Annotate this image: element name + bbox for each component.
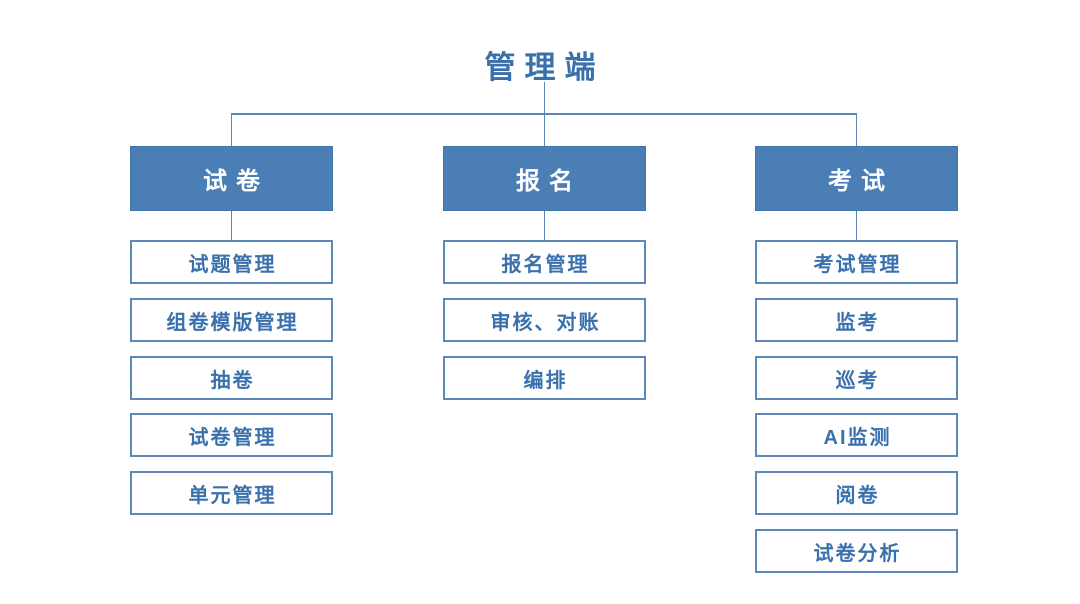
column-header-registration: 报名 [443, 146, 646, 211]
connector-stem-right [855, 211, 858, 241]
node-item: 组卷模版管理 [130, 298, 333, 342]
node-item: 阅卷 [755, 471, 958, 515]
column-header-paper: 试卷 [130, 146, 333, 211]
connector-drop-left [230, 113, 233, 147]
node-item: 监考 [755, 298, 958, 342]
column-header-exam: 考试 [755, 146, 958, 211]
node-item: 试卷分析 [755, 529, 958, 573]
node-item: 单元管理 [130, 471, 333, 515]
node-item: 报名管理 [443, 240, 646, 284]
connector-stem-middle [543, 211, 546, 241]
node-item: 试题管理 [130, 240, 333, 284]
connector-title-stem [543, 82, 546, 114]
connector-drop-right [855, 113, 858, 147]
node-item: AI监测 [755, 413, 958, 457]
node-item: 抽卷 [130, 356, 333, 400]
node-item: 试卷管理 [130, 413, 333, 457]
chart-title: 管理端 [484, 50, 605, 85]
node-item: 巡考 [755, 356, 958, 400]
node-item: 编排 [443, 356, 646, 400]
connector-drop-middle [543, 113, 546, 147]
node-item: 考试管理 [755, 240, 958, 284]
connector-stem-left [230, 211, 233, 241]
node-item: 审核、对账 [443, 298, 646, 342]
